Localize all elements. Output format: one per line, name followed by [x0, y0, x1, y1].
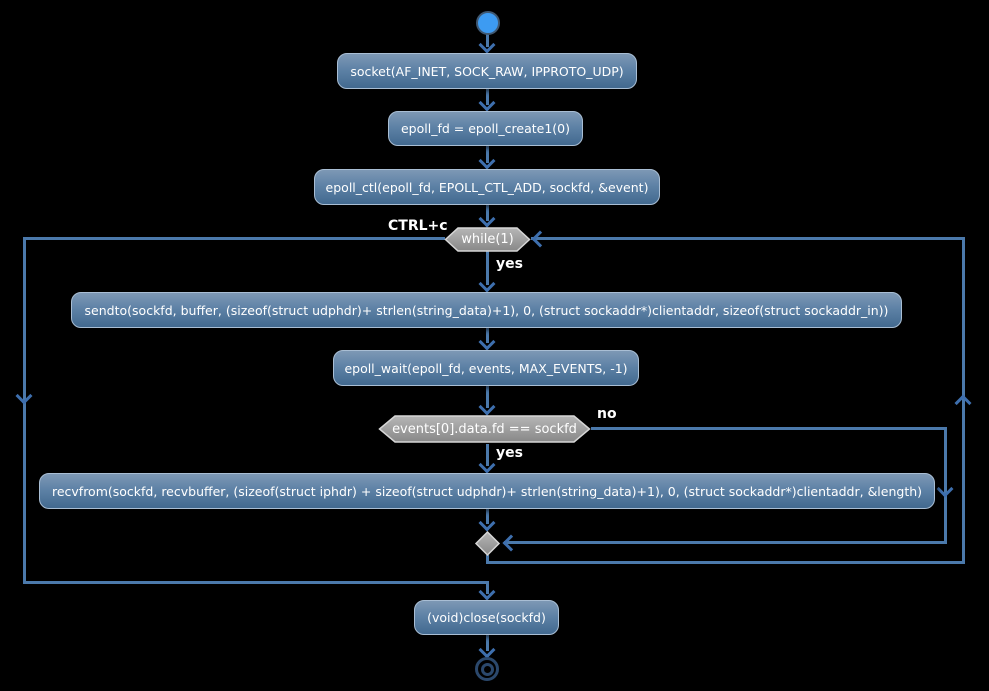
flow-line	[486, 555, 489, 564]
flow-line	[504, 541, 947, 544]
flow-line	[24, 237, 445, 240]
arrowhead-icon	[478, 94, 496, 112]
activity-sendto: sendto(sockfd, buffer, (sizeof(struct ud…	[71, 292, 902, 328]
activity-epoll-ctl-label: epoll_ctl(epoll_fd, EPOLL_CTL_ADD, sockf…	[325, 179, 649, 195]
arrowhead-icon	[478, 152, 496, 170]
flow-line	[486, 581, 489, 594]
decision-while-loop-label: while(1)	[461, 232, 514, 247]
hexagon-shape	[378, 415, 591, 443]
flow-line	[486, 146, 489, 163]
flow-line	[486, 251, 489, 285]
flow-line	[486, 205, 489, 221]
hexagon-shape	[444, 227, 531, 252]
diamond-shape	[474, 530, 501, 557]
flow-line	[23, 237, 26, 584]
start-node	[476, 11, 500, 35]
decision-while-loop: while(1)	[444, 227, 531, 252]
arrowhead-icon	[502, 534, 520, 552]
activity-socket: socket(AF_INET, SOCK_RAW, IPPROTO_UDP)	[337, 53, 637, 89]
activity-close-label: (void)close(sockfd)	[427, 610, 546, 625]
arrowhead-icon	[478, 275, 496, 293]
flow-line	[962, 237, 965, 564]
activity-epoll-wait-label: epoll_wait(epoll_fd, events, MAX_EVENTS,…	[344, 360, 628, 376]
arrowhead-icon	[478, 210, 496, 228]
flow-line	[591, 427, 947, 430]
flow-line	[486, 328, 489, 343]
flow-line	[486, 386, 489, 408]
arrowhead-icon	[478, 333, 496, 351]
flow-line	[23, 581, 489, 584]
edge-label-fd-no: no	[597, 406, 617, 422]
activity-epoll-create: epoll_fd = epoll_create1(0)	[388, 111, 583, 146]
activity-close: (void)close(sockfd)	[414, 600, 559, 635]
arrowhead-icon	[531, 230, 549, 248]
flow-line	[486, 635, 489, 651]
flow-line	[486, 509, 489, 524]
arrowhead-icon	[478, 583, 496, 601]
edge-label-while-yes: yes	[496, 256, 523, 272]
edge-label-ctrl-c: CTRL+c	[388, 218, 448, 234]
flow-line	[486, 561, 965, 564]
arrowhead-icon	[478, 36, 496, 54]
activity-socket-label: socket(AF_INET, SOCK_RAW, IPPROTO_UDP)	[350, 63, 624, 79]
activity-epoll-wait: epoll_wait(epoll_fd, events, MAX_EVENTS,…	[333, 350, 639, 386]
activity-recvfrom-label: recvfrom(sockfd, recvbuffer, (sizeof(str…	[51, 483, 923, 499]
activity-recvfrom: recvfrom(sockfd, recvbuffer, (sizeof(str…	[39, 473, 935, 509]
end-node-inner-ring	[480, 662, 494, 676]
flow-line	[486, 88, 489, 105]
arrowhead-icon	[478, 514, 496, 532]
arrowhead-icon	[478, 456, 496, 474]
flow-line	[531, 237, 964, 240]
decision-fd-check: events[0].data.fd == sockfd	[378, 415, 591, 443]
arrowhead-icon	[936, 480, 954, 498]
arrowhead-icon	[15, 387, 33, 405]
arrowhead-icon	[478, 641, 496, 659]
activity-epoll-create-label: epoll_fd = epoll_create1(0)	[400, 121, 571, 136]
merge-diamond	[474, 530, 501, 557]
activity-sendto-label: sendto(sockfd, buffer, (sizeof(struct ud…	[84, 302, 889, 318]
activity-epoll-ctl: epoll_ctl(epoll_fd, EPOLL_CTL_ADD, sockf…	[314, 169, 660, 205]
flow-line	[486, 32, 489, 47]
edge-label-fd-yes: yes	[496, 445, 523, 461]
arrowhead-icon	[954, 394, 972, 412]
arrowhead-icon	[478, 398, 496, 416]
flow-line	[944, 427, 947, 544]
flow-line	[486, 444, 489, 466]
decision-fd-check-label: events[0].data.fd == sockfd	[392, 421, 577, 437]
end-node	[475, 657, 499, 681]
